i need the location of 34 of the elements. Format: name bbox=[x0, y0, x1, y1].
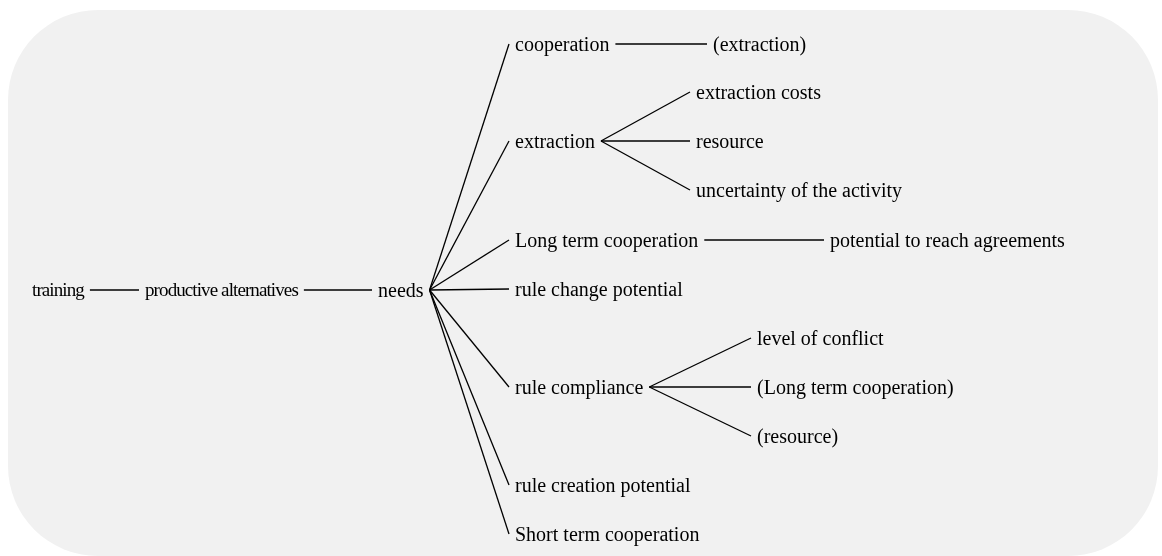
connector-line bbox=[648, 386, 752, 388]
connector-line bbox=[428, 43, 510, 291]
node-label: resource bbox=[696, 129, 764, 153]
connector-line bbox=[648, 386, 752, 437]
node-label: extraction bbox=[515, 129, 595, 153]
node-label: uncertainty of the activity bbox=[696, 178, 903, 202]
node-label: Long term cooperation bbox=[515, 228, 699, 252]
connector-line bbox=[428, 288, 510, 291]
connector-line bbox=[703, 239, 825, 241]
node-label: (resource) bbox=[757, 424, 839, 448]
connector-line bbox=[600, 91, 691, 142]
node-label: cooperation bbox=[515, 32, 610, 56]
node-label: extraction costs bbox=[696, 80, 821, 104]
node-label: Short term cooperation bbox=[515, 522, 700, 546]
node-label: level of conflict bbox=[757, 326, 884, 350]
node-label: potential to reach agreements bbox=[830, 228, 1065, 252]
node-label: training bbox=[32, 278, 84, 302]
connector-line bbox=[428, 140, 510, 291]
node-label: rule change potential bbox=[515, 277, 683, 301]
node-label: productive alternatives bbox=[145, 278, 298, 302]
connector-line bbox=[600, 140, 691, 142]
node-label: rule compliance bbox=[515, 375, 644, 399]
node-label: needs bbox=[378, 278, 424, 302]
connector-line bbox=[428, 289, 510, 388]
node-label: rule creation potential bbox=[515, 473, 691, 497]
connector-line bbox=[600, 140, 691, 191]
connector-line bbox=[614, 43, 708, 45]
node-label: (Long term cooperation) bbox=[757, 375, 954, 399]
connector-line bbox=[428, 239, 510, 291]
node-label: (extraction) bbox=[713, 32, 807, 56]
connector-line bbox=[303, 289, 373, 291]
connector-line bbox=[648, 337, 752, 388]
connector-line bbox=[428, 289, 510, 535]
connector-line bbox=[89, 289, 140, 291]
